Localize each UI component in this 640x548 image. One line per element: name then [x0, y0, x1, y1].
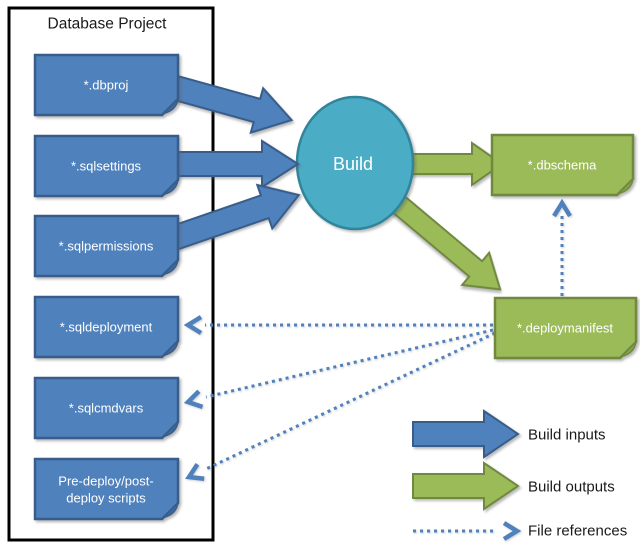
container-title: Database Project: [48, 16, 168, 33]
file-box-sqldeployment: *.sqldeployment: [33, 295, 180, 359]
legend: Build inputs Build outputs File referenc…: [412, 409, 627, 541]
folded-corner-icon: [619, 339, 638, 359]
file-box-dbschema: *.dbschema: [490, 133, 635, 197]
legend-build-inputs-arrow: [412, 409, 520, 459]
legend-build-outputs-label: Build outputs: [528, 479, 615, 496]
folded-corner-icon: [161, 500, 180, 520]
file-box-label: *.sqlcmdvars: [69, 401, 144, 416]
reference-deploymanifest-to-sqlcmdvars: [183, 328, 494, 410]
file-box-sqlsettings: *.sqlsettings: [33, 134, 180, 198]
file-box-sqlcmdvars: *.sqlcmdvars: [33, 376, 180, 440]
legend-build-inputs-label: Build inputs: [528, 427, 606, 444]
file-box-predeploy-scripts: Pre-deploy/post- deploy scripts: [33, 457, 180, 521]
build-input-arrows-group: [168, 75, 301, 251]
folded-corner-icon: [161, 257, 180, 277]
arrow-build-to-deploymanifest: [388, 192, 502, 291]
folded-corner-icon: [161, 96, 180, 116]
file-box-dbproj: *.dbproj: [33, 53, 180, 117]
output-file-boxes-group: *.dbschema *.deploymanifest: [490, 133, 638, 360]
arrowhead-right-icon: [502, 521, 522, 541]
build-output-arrows-group: [388, 141, 504, 291]
file-box-label: *.sqlpermissions: [59, 239, 154, 254]
file-box-label-line2: deploy scripts: [66, 491, 146, 506]
arrow-sqlpermissions-to-build: [168, 183, 301, 251]
folded-corner-icon: [161, 419, 180, 439]
arrowhead-left-icon: [185, 463, 205, 481]
reference-deploymanifest-to-predeploy-scripts: [185, 331, 496, 481]
file-box-label: *.dbproj: [84, 78, 129, 93]
reference-deploymanifest-to-sqldeployment: [183, 315, 493, 335]
legend-build-outputs-arrow: [412, 461, 520, 511]
file-box-deploymanifest: *.deploymanifest: [493, 296, 638, 360]
arrowhead-left-icon: [183, 389, 204, 410]
build-node-label: Build: [333, 154, 373, 174]
file-box-label-line1: Pre-deploy/post-: [58, 474, 153, 489]
reference-deploymanifest-to-dbschema: [552, 198, 572, 296]
file-box-label: *.sqlsettings: [71, 159, 142, 174]
legend-file-references-label: File references: [528, 523, 627, 540]
arrow-sqlsettings-to-build: [173, 139, 300, 189]
file-box-label: *.sqldeployment: [60, 320, 153, 335]
reference-lines-group: [183, 198, 572, 481]
file-box-label: *.dbschema: [528, 158, 597, 173]
folded-corner-icon: [616, 176, 635, 196]
arrowhead-left-icon: [183, 315, 203, 335]
arrow-build-to-dbschema: [403, 141, 504, 187]
arrowhead-up-icon: [552, 198, 572, 218]
file-box-sqlpermissions: *.sqlpermissions: [33, 214, 180, 278]
folded-corner-icon: [161, 338, 180, 358]
file-box-label: *.deploymanifest: [517, 321, 613, 336]
legend-file-references-arrow: [413, 521, 522, 541]
folded-corner-icon: [161, 177, 180, 197]
input-file-boxes-group: *.dbproj *.sqlsettings *.sqlpermissions …: [33, 53, 180, 521]
arrow-dbproj-to-build: [171, 75, 294, 135]
